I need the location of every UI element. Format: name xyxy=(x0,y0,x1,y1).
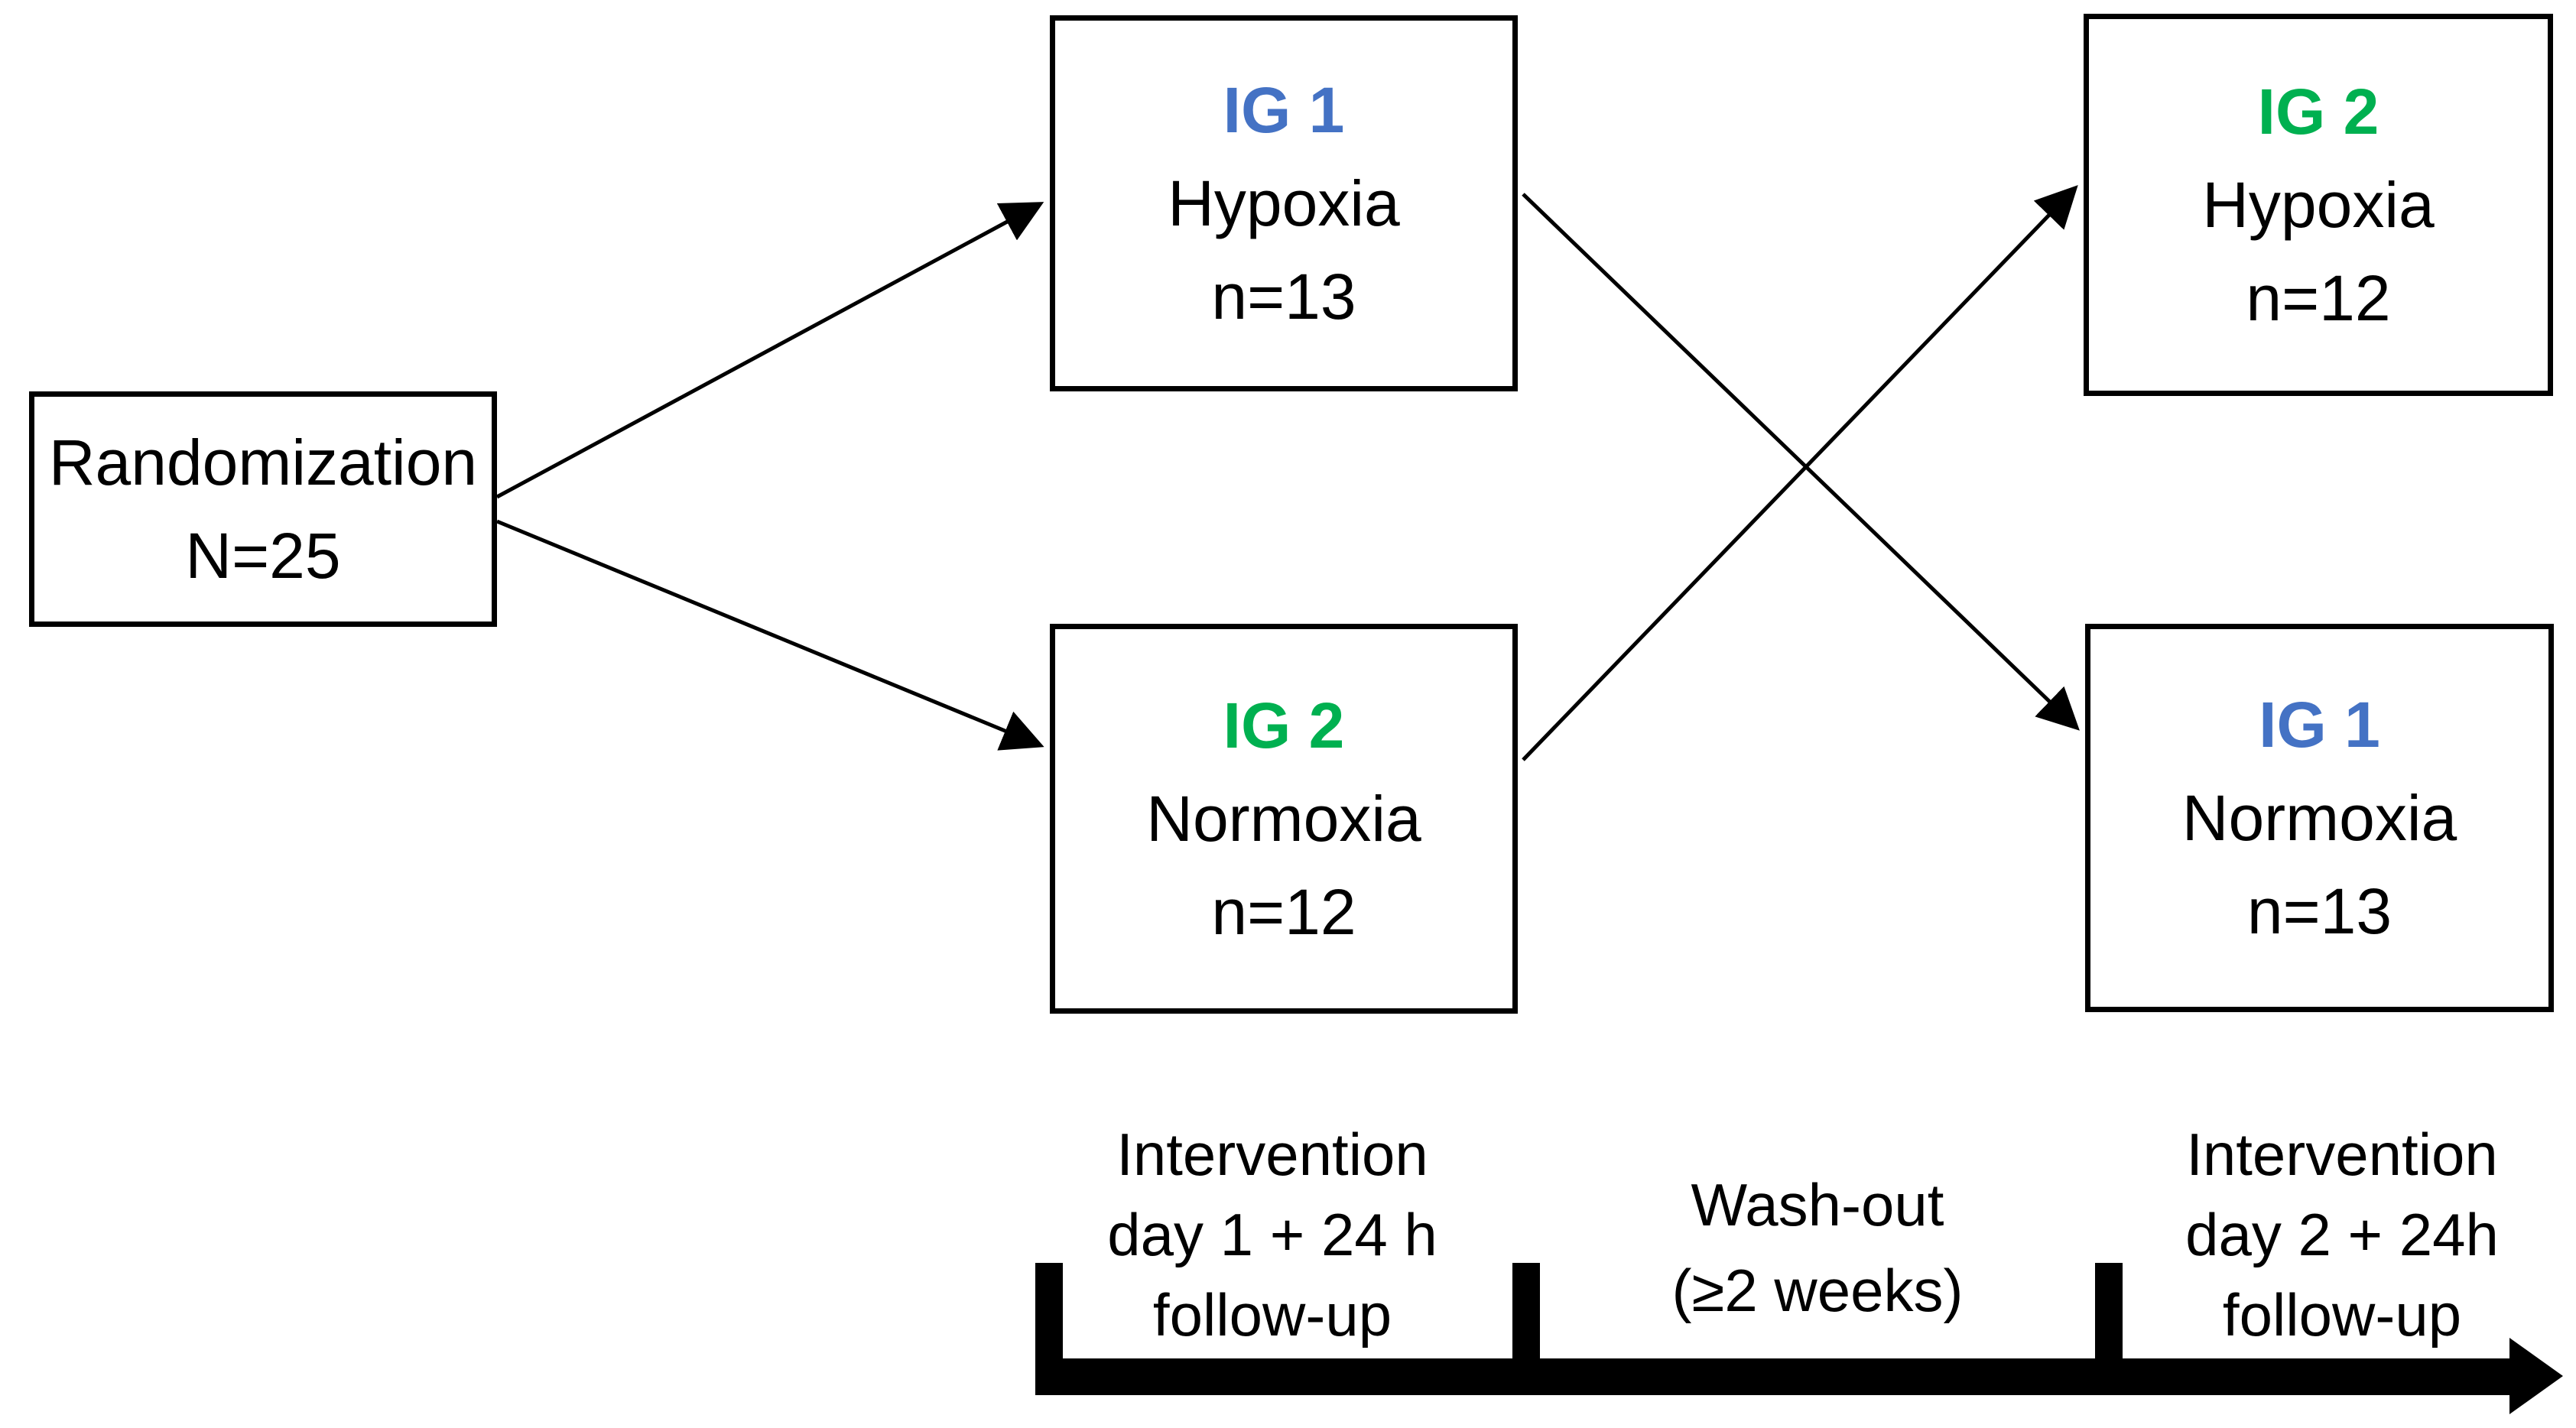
condition-label: Normoxia xyxy=(2181,782,2457,854)
box-period1-ig2-normoxia: IG 2 Normoxia n=12 xyxy=(1050,624,1518,1014)
condition-label: Normoxia xyxy=(1146,783,1421,855)
box-period2-ig1-normoxia: IG 1 Normoxia n=13 xyxy=(2085,624,2554,1012)
timeline-seg1-line3: follow-up xyxy=(1152,1281,1392,1348)
timeline-tick-2 xyxy=(1512,1263,1540,1395)
sample-size: n=13 xyxy=(1211,261,1356,333)
box-period2-ig2-hypoxia: IG 2 Hypoxia n=12 xyxy=(2084,14,2553,396)
timeline-seg3-line2: day 2 + 24h xyxy=(2185,1201,2499,1268)
arrow-randomization-to-ig2-normoxia xyxy=(496,519,1044,751)
timeline-label-intervention-day2: Intervention day 2 + 24h follow-up xyxy=(2123,1115,2561,1355)
group-label-ig1: IG 1 xyxy=(1223,74,1345,146)
sample-size: n=12 xyxy=(1211,876,1356,948)
timeline-seg1-line1: Intervention xyxy=(1116,1121,1428,1188)
timeline-axis xyxy=(1035,1263,2563,1414)
randomization-title: Randomization xyxy=(48,427,478,498)
timeline-seg1-line2: day 1 + 24 h xyxy=(1107,1201,1437,1268)
timeline-tick-1 xyxy=(1035,1263,1063,1395)
group-label-ig2: IG 2 xyxy=(1223,690,1345,761)
sample-size: n=13 xyxy=(2246,875,2392,947)
timeline-label-intervention-day1: Intervention day 1 + 24 h follow-up xyxy=(1035,1115,1509,1355)
timeline-seg2-line2: (≥2 weeks) xyxy=(1671,1257,1964,1324)
timeline-tick-3 xyxy=(2095,1263,2123,1395)
timeline-seg3-line3: follow-up xyxy=(2222,1281,2462,1348)
timeline-seg3-line1: Intervention xyxy=(2186,1121,2498,1188)
timeline-seg2-line1: Wash-out xyxy=(1691,1171,1944,1238)
box-period1-ig1-hypoxia: IG 1 Hypoxia n=13 xyxy=(1050,15,1518,391)
condition-label: Hypoxia xyxy=(2202,169,2435,241)
box-randomization: Randomization N=25 xyxy=(29,391,497,627)
arrow-crossover-ig1-to-normoxia xyxy=(1522,193,2080,731)
timeline-label-washout: Wash-out (≥2 weeks) xyxy=(1540,1162,2095,1333)
timeline-arrowhead-icon xyxy=(2509,1338,2563,1414)
arrow-randomization-to-ig1-hypoxia xyxy=(495,202,1044,499)
condition-label: Hypoxia xyxy=(1168,167,1400,239)
group-label-ig1: IG 1 xyxy=(2259,689,2380,761)
randomization-sample-size: N=25 xyxy=(185,520,341,592)
timeline-bar xyxy=(1035,1358,2509,1395)
arrow-crossover-ig2-to-hypoxia xyxy=(1522,185,2078,761)
group-label-ig2: IG 2 xyxy=(2257,76,2379,148)
sample-size: n=12 xyxy=(2246,262,2391,334)
